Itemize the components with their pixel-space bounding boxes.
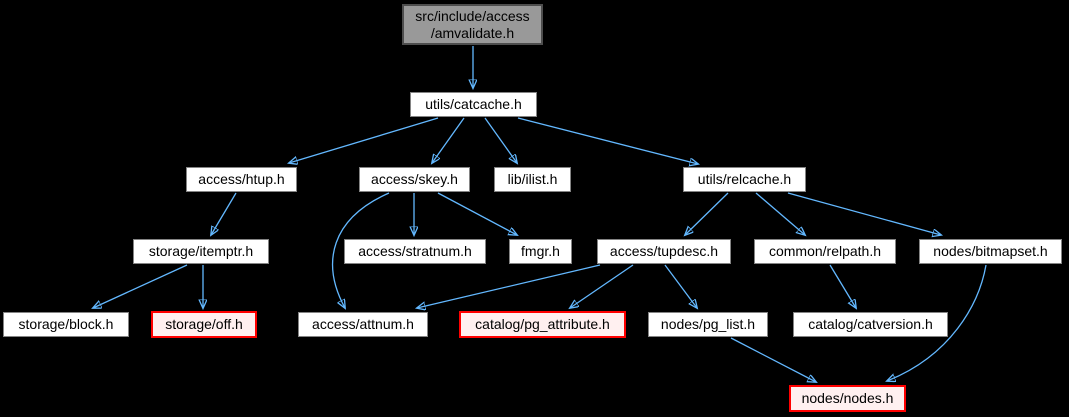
edge-relpath-catversion	[829, 264, 856, 308]
edge-itemptr-block	[93, 264, 188, 308]
node-attnum[interactable]: access/attnum.h	[298, 312, 428, 337]
node-catversion[interactable]: catalog/catversion.h	[793, 312, 948, 337]
edge-catcache-htup	[289, 117, 439, 163]
node-itemptr[interactable]: storage/itemptr.h	[133, 239, 269, 264]
node-catcache[interactable]: utils/catcache.h	[410, 92, 537, 117]
node-nodes[interactable]: nodes/nodes.h	[789, 385, 906, 412]
node-pg_attribute[interactable]: catalog/pg_attribute.h	[459, 311, 626, 338]
edge-relcache-bitmapset	[787, 192, 941, 235]
edge-relcache-tupdesc	[685, 192, 729, 235]
edge-skey-fmgr	[437, 192, 517, 235]
node-htup[interactable]: access/htup.h	[186, 167, 297, 192]
edge-tupdesc-pg_attribute	[570, 264, 634, 308]
node-block[interactable]: storage/block.h	[3, 312, 129, 337]
node-relpath[interactable]: common/relpath.h	[754, 239, 896, 264]
edge-catcache-skey	[432, 117, 465, 163]
edge-bitmapset-nodes	[887, 264, 987, 381]
node-skey[interactable]: access/skey.h	[359, 167, 470, 192]
edge-catcache-ilist	[484, 117, 517, 163]
node-tupdesc[interactable]: access/tupdesc.h	[597, 239, 731, 264]
node-bitmapset[interactable]: nodes/bitmapset.h	[919, 239, 1062, 264]
edge-relcache-relpath	[755, 192, 805, 235]
node-off[interactable]: storage/off.h	[151, 311, 257, 338]
node-relcache[interactable]: utils/relcache.h	[683, 167, 806, 192]
node-amvalidate: src/include/access /amvalidate.h	[402, 4, 543, 45]
node-fmgr[interactable]: fmgr.h	[509, 239, 572, 264]
edge-skey-attnum	[332, 192, 390, 308]
node-ilist[interactable]: lib/ilist.h	[494, 167, 571, 192]
edge-htup-itemptr	[211, 192, 237, 235]
node-stratnum[interactable]: access/stratnum.h	[344, 239, 486, 264]
edge-pg_list-nodes	[730, 337, 816, 382]
edge-catcache-relcache	[517, 117, 698, 164]
edge-tupdesc-pg_list	[664, 264, 697, 308]
node-pg_list[interactable]: nodes/pg_list.h	[648, 312, 768, 337]
edge-tupdesc-attnum	[417, 264, 601, 308]
